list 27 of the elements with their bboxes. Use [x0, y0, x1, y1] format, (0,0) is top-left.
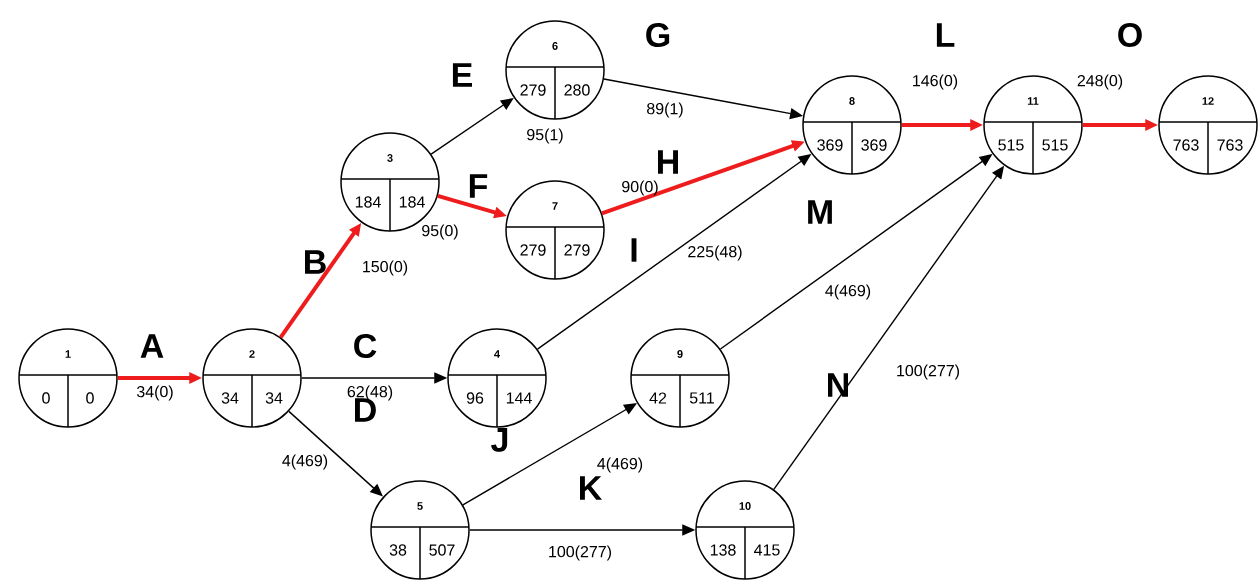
edge-label: N: [828, 373, 848, 397]
duration-label: 90(0): [622, 180, 658, 196]
duration-label: 4(469): [597, 457, 643, 473]
duration-label: 95(1): [527, 128, 563, 144]
duration-label: 4(469): [282, 454, 328, 470]
arrow: [462, 403, 637, 506]
duration-label: 150(0): [363, 260, 408, 276]
duration-label: 89(1): [647, 102, 683, 118]
edge-label: E: [452, 63, 472, 87]
duration-label: 225(48): [688, 245, 742, 261]
edge-label: F: [469, 174, 488, 198]
duration-label: 100(277): [897, 364, 959, 380]
edge-label: A: [140, 334, 164, 358]
duration-label: 34(0): [136, 385, 173, 401]
edge-label: G: [646, 22, 670, 48]
edge-label: L: [936, 23, 955, 47]
edge-label: M: [808, 200, 832, 224]
edge-label: O: [1118, 22, 1142, 48]
edge-label: K: [580, 476, 602, 500]
edge-label: H: [658, 150, 678, 174]
duration-label: 100(277): [549, 545, 611, 561]
duration-label: 146(0): [913, 74, 958, 90]
duration-label: 4(469): [825, 284, 871, 300]
edge-label: I: [631, 238, 637, 262]
edge-label: J: [491, 428, 508, 452]
edge-label: C: [354, 333, 377, 359]
edge-label: B: [305, 250, 326, 274]
